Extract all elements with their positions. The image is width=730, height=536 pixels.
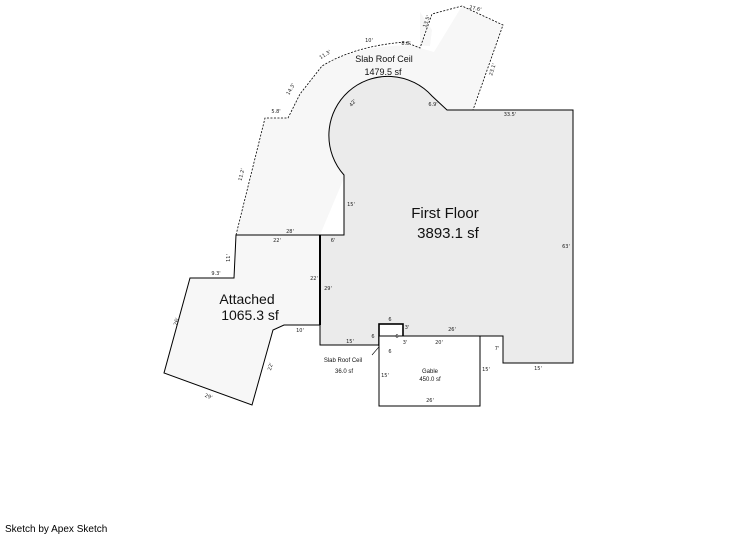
dim-srl-top-b: 8.8' bbox=[401, 41, 410, 47]
dim-ff-left-upper: 15' bbox=[347, 202, 355, 208]
dim-sq-right-c: 3' bbox=[403, 340, 408, 346]
dim-ff-bottom-left: 15' bbox=[346, 339, 354, 345]
attached-name: Attached bbox=[219, 291, 274, 307]
dim-att-left-vert: 11' bbox=[226, 254, 232, 262]
dim-att-right: 22' bbox=[310, 276, 318, 282]
gable-area: 450.0 sf bbox=[419, 377, 441, 383]
first-floor-shape bbox=[319, 75, 574, 364]
dim-srl-left-b: 5.8' bbox=[271, 109, 280, 115]
first-floor-area: 3893.1 sf bbox=[417, 225, 480, 242]
dim-ff-step: 7' bbox=[495, 346, 500, 352]
attached-area: 1065.3 sf bbox=[221, 307, 279, 323]
slab-roof-ceil-small-area: 36.0 sf bbox=[335, 369, 353, 375]
slab-roof-ceil-upper-shape bbox=[236, 6, 503, 235]
dim-srl-notch: 13.5' bbox=[422, 15, 432, 29]
dim-gable-mid: 20' bbox=[435, 340, 443, 346]
dim-gable-left: 15' bbox=[381, 373, 389, 379]
dim-srl-right: 23.1' bbox=[488, 63, 498, 77]
footer-credit: Sketch by Apex Sketch bbox=[5, 524, 108, 535]
dim-ff-bottom-mid: 10' bbox=[296, 328, 304, 334]
dim-sq-top: 6 bbox=[388, 317, 391, 323]
dim-att-right-diag: 22' bbox=[267, 362, 275, 371]
dim-srl-top-right: 27.6' bbox=[468, 5, 481, 13]
dim-att-bottom-diag: 29' bbox=[204, 393, 213, 401]
dim-srl-top: 10' bbox=[365, 38, 373, 44]
dim-sq-right-b: 3' bbox=[405, 325, 410, 331]
dim-att-left-small: 9.3' bbox=[211, 271, 220, 277]
slab-roof-ceil-upper-outline bbox=[235, 5, 504, 236]
dim-ff-left-mid: 29' bbox=[324, 286, 332, 292]
slab-roof-ceil-upper-name: Slab Roof Ceil bbox=[355, 54, 413, 64]
dim-ff-top-left: 6' bbox=[331, 238, 336, 244]
dim-att-top: 22' bbox=[273, 238, 281, 244]
dim-srl-curve-a: 14.3' bbox=[285, 83, 296, 97]
dim-srl-bottom: 28' bbox=[286, 229, 294, 235]
dim-ff-top: 33.5' bbox=[504, 112, 517, 118]
dim-srl-curve-b: 11.3' bbox=[319, 49, 333, 61]
gable-shape bbox=[378, 335, 481, 407]
dim-gable-bottom: 26' bbox=[426, 398, 434, 404]
dim-att-left-diag: 26' bbox=[173, 317, 181, 326]
first-floor-name: First Floor bbox=[411, 205, 479, 222]
dim-gable-right: 15' bbox=[482, 367, 490, 373]
dim-arc-right: 6.9' bbox=[428, 102, 437, 108]
dim-ff-bottom: 15' bbox=[534, 366, 542, 372]
dim-arc: 42' bbox=[348, 98, 358, 108]
dim-gable-top: 26' bbox=[448, 327, 456, 333]
gable-name: Gable bbox=[422, 369, 439, 375]
dim-sq-right: 6 bbox=[395, 334, 398, 340]
slab-roof-ceil-small-name: Slab Roof Ceil bbox=[324, 358, 362, 364]
slab-roof-ceil-upper-area: 1479.5 sf bbox=[364, 67, 402, 77]
dim-srl-left-a: 11.2' bbox=[238, 168, 247, 182]
dim-sq-bottom: 6 bbox=[388, 349, 391, 355]
dim-ff-right: 63' bbox=[562, 244, 570, 250]
dim-sq-left: 6 bbox=[371, 334, 374, 340]
